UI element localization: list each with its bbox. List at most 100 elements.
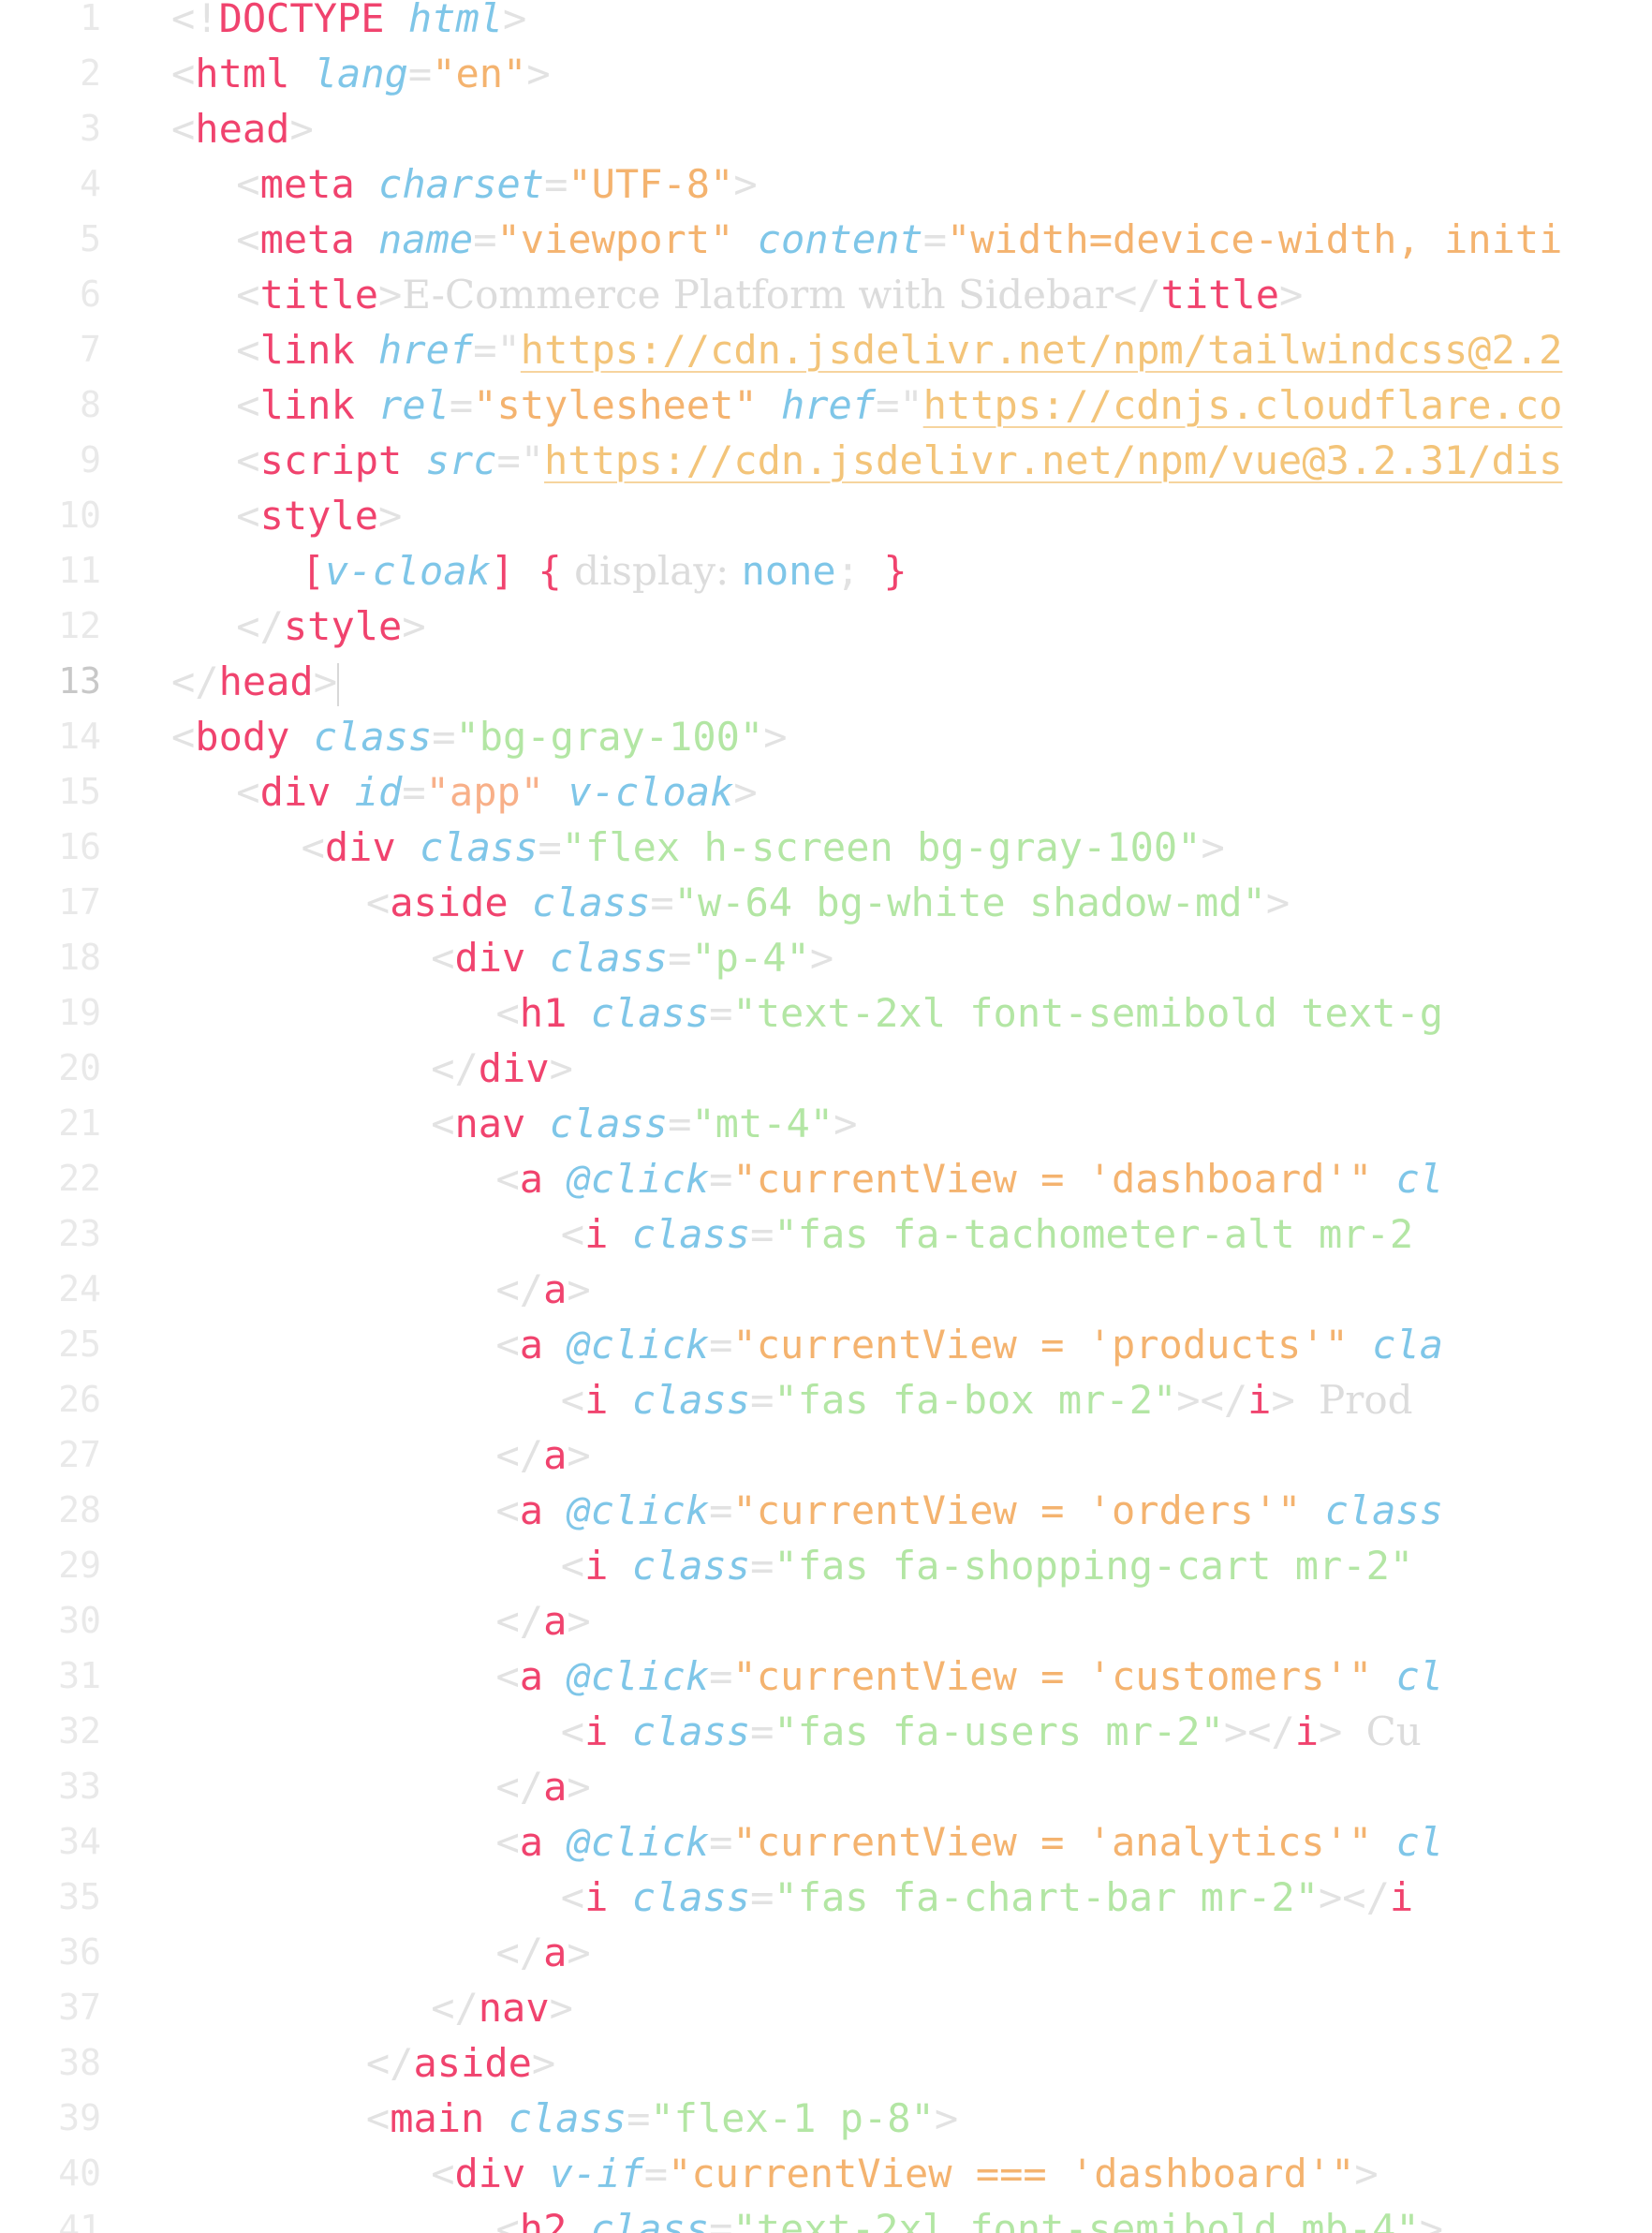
code-line[interactable]: 13</head>: [0, 654, 1652, 709]
code-content: <i class="fas fa-shopping-cart mr-2": [561, 1538, 1413, 1593]
code-line[interactable]: 28<a @click="currentView = 'orders'" cla…: [0, 1483, 1652, 1538]
code-line[interactable]: 23<i class="fas fa-tachometer-alt mr-2: [0, 1206, 1652, 1262]
token-attr: id: [354, 769, 403, 815]
code-line[interactable]: 1<!DOCTYPE html>: [0, 0, 1652, 46]
code-content: <a @click="currentView = 'dashboard'" cl: [496, 1151, 1444, 1206]
code-line[interactable]: 9<script src="https://cdn.jsdelivr.net/n…: [0, 433, 1652, 488]
token-tag: a: [519, 1819, 544, 1865]
token-punc: =": [876, 382, 923, 428]
token-cls: "fas fa-chart-bar mr-2": [774, 1874, 1320, 1920]
token-attr: href: [780, 382, 877, 428]
token-url[interactable]: https://cdn.jsdelivr.net/npm/vue@3.2.31/…: [544, 437, 1563, 483]
token-url[interactable]: https://cdn.jsdelivr.net/npm/tailwindcss…: [520, 327, 1563, 373]
token-punc: =: [668, 935, 692, 981]
token-url[interactable]: https://cdnjs.cloudflare.co: [922, 382, 1563, 428]
token-punc: >: [1319, 1708, 1366, 1754]
code-line[interactable]: 40<div v-if="currentView === 'dashboard'…: [0, 2146, 1652, 2201]
token-cls: "p-4": [691, 935, 810, 981]
code-line[interactable]: 29<i class="fas fa-shopping-cart mr-2": [0, 1538, 1652, 1593]
token-punc: [355, 327, 378, 373]
code-line[interactable]: 3<head>: [0, 101, 1652, 156]
code-line[interactable]: 4<meta charset="UTF-8">: [0, 156, 1652, 212]
code-line[interactable]: 26<i class="fas fa-box mr-2"></i> Prod: [0, 1372, 1652, 1427]
code-content: <link href="https://cdn.jsdelivr.net/npm…: [236, 322, 1562, 377]
code-content: <a @click="currentView = 'orders'" class: [496, 1483, 1444, 1538]
code-line[interactable]: 24</a>: [0, 1262, 1652, 1317]
code-line[interactable]: 32<i class="fas fa-users mr-2"></i> Cu: [0, 1704, 1652, 1759]
token-tag: div: [454, 935, 526, 981]
token-punc: >: [733, 769, 758, 815]
token-punc: >: [1419, 2206, 1468, 2233]
code-line[interactable]: 20</div>: [0, 1041, 1652, 1096]
code-line[interactable]: 10<style>: [0, 488, 1652, 543]
token-tag: nav: [478, 1985, 550, 2031]
token-punc: >: [503, 0, 527, 41]
token-cls: "text-2xl font-semibold mb-4": [732, 2206, 1420, 2233]
code-line[interactable]: 17<aside class="w-64 bg-white shadow-md"…: [0, 875, 1652, 930]
token-attr: class: [631, 1211, 751, 1257]
token-cls: "text-2xl font-semibold text-g: [732, 990, 1443, 1036]
token-str: "viewport": [496, 216, 734, 262]
line-number: 3: [80, 108, 101, 149]
code-line[interactable]: 7<link href="https://cdn.jsdelivr.net/np…: [0, 322, 1652, 377]
token-attr: class: [631, 1708, 751, 1754]
token-attr: class: [590, 990, 710, 1036]
code-line[interactable]: 33</a>: [0, 1759, 1652, 1814]
code-line[interactable]: 2<html lang="en">: [0, 46, 1652, 101]
code-content: <link rel="stylesheet" href="https://cdn…: [236, 377, 1562, 433]
code-line[interactable]: 30</a>: [0, 1593, 1652, 1649]
token-attr: @click: [567, 1819, 710, 1865]
code-line[interactable]: 16<div class="flex h-screen bg-gray-100"…: [0, 820, 1652, 875]
token-punc: </: [431, 1985, 479, 2031]
token-text: Cu: [1365, 1708, 1422, 1754]
token-punc: [402, 437, 425, 483]
code-line[interactable]: 36</a>: [0, 1925, 1652, 1980]
code-line[interactable]: 8<link rel="stylesheet" href="https://cd…: [0, 377, 1652, 433]
code-line[interactable]: 12</style>: [0, 599, 1652, 654]
token-punc: <: [495, 1487, 520, 1533]
token-punc: [543, 1156, 567, 1202]
code-line[interactable]: 39<main class="flex-1 p-8">: [0, 2091, 1652, 2146]
token-punc: [733, 216, 757, 262]
code-line[interactable]: 5<meta name="viewport" content="width=de…: [0, 212, 1652, 267]
code-line[interactable]: 21<nav class="mt-4">: [0, 1096, 1652, 1151]
token-punc: >: [526, 51, 551, 96]
token-text: Prod: [1319, 1377, 1413, 1423]
token-punc: </: [236, 603, 284, 649]
token-tag: i: [1247, 1377, 1272, 1423]
token-punc: [608, 1543, 631, 1589]
code-line[interactable]: 34<a @click="currentView = 'analytics'" …: [0, 1814, 1652, 1870]
token-attr: cl: [1395, 1156, 1444, 1202]
line-number: 25: [58, 1324, 101, 1365]
code-line[interactable]: 38</aside>: [0, 2035, 1652, 2091]
token-tag: div: [478, 1045, 550, 1091]
token-punc: =: [709, 990, 733, 1036]
token-tag: i: [584, 1377, 609, 1423]
code-line[interactable]: 19<h1 class="text-2xl font-semibold text…: [0, 985, 1652, 1041]
token-attr: class: [508, 2095, 627, 2141]
code-line[interactable]: 22<a @click="currentView = 'dashboard'" …: [0, 1151, 1652, 1206]
token-text: display:: [561, 548, 742, 594]
code-line[interactable]: 18<div class="p-4">: [0, 930, 1652, 985]
code-line[interactable]: 37</nav>: [0, 1980, 1652, 2035]
line-number: 12: [58, 605, 101, 646]
code-line[interactable]: 15<div id="app" v-cloak>: [0, 764, 1652, 820]
code-line[interactable]: 11[v-cloak] { display: none; }: [0, 543, 1652, 599]
token-tag: a: [519, 1487, 544, 1533]
code-line[interactable]: 6<title>E-Commerce Platform with Sidebar…: [0, 267, 1652, 322]
code-line[interactable]: 31<a @click="currentView = 'customers'" …: [0, 1649, 1652, 1704]
token-attr: @click: [567, 1487, 710, 1533]
line-number: 38: [58, 2042, 101, 2083]
code-line[interactable]: 41<h2 class="text-2xl font-semibold mb-4…: [0, 2201, 1652, 2233]
line-number: 33: [58, 1766, 101, 1807]
code-line[interactable]: 14<body class="bg-gray-100">: [0, 709, 1652, 764]
line-number: 31: [58, 1655, 101, 1696]
code-line[interactable]: 35<i class="fas fa-chart-bar mr-2"></i: [0, 1870, 1652, 1925]
token-tag: i: [584, 1874, 609, 1920]
token-tag: ] {: [490, 548, 562, 594]
line-number: 39: [58, 2097, 101, 2138]
code-line[interactable]: 25<a @click="currentView = 'products'" c…: [0, 1317, 1652, 1372]
code-line[interactable]: 27</a>: [0, 1427, 1652, 1483]
code-content: </div>: [431, 1041, 573, 1096]
